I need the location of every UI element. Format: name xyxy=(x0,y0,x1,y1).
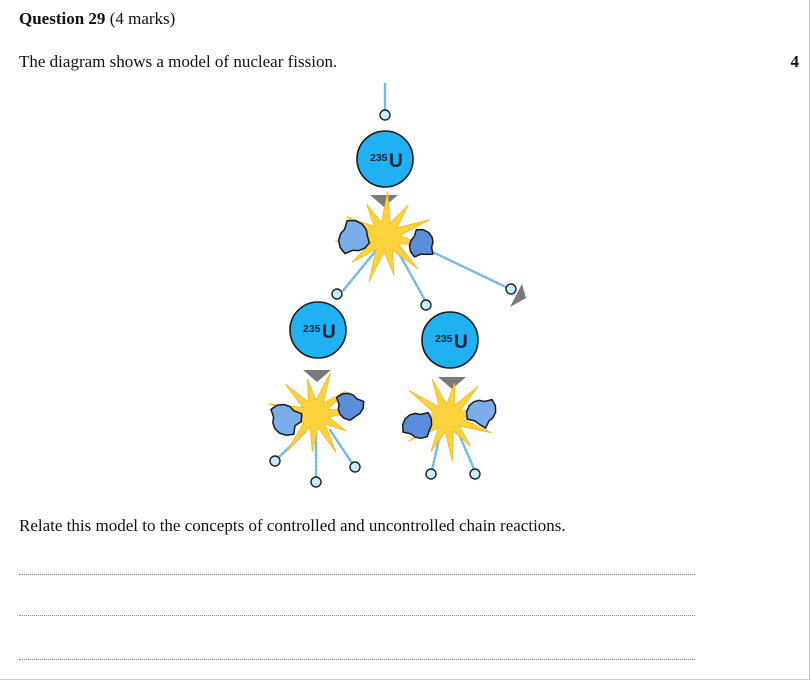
question-title: Question 29 xyxy=(19,9,106,28)
nucleus-uranium-2 xyxy=(289,301,347,359)
neutron-1c xyxy=(505,283,517,295)
question-intro: The diagram shows a model of nuclear fis… xyxy=(19,52,338,71)
fission-fragment-3a xyxy=(401,411,433,440)
fission-fragment-1a xyxy=(337,219,371,255)
answer-line-1[interactable] xyxy=(19,574,695,575)
neutron-incoming xyxy=(379,109,391,121)
fission-flash-1 xyxy=(335,191,430,283)
answer-line-2[interactable] xyxy=(19,615,695,616)
neutron-path-1c xyxy=(418,244,510,290)
neutron-path-3b xyxy=(456,430,476,471)
fission-fragment-2a xyxy=(270,403,303,437)
nucleus-uranium-1-mass-number: 235 xyxy=(370,152,388,164)
neutron-2b xyxy=(310,476,322,488)
nucleus-uranium-3-mass-number: 235 xyxy=(435,333,453,345)
neutron-2a xyxy=(269,455,281,467)
neutron-3a xyxy=(425,468,437,480)
neutron-path-2c xyxy=(328,428,354,465)
nucleus-uranium-2-symbol: U xyxy=(322,322,336,343)
question-header: Question 29 (4 marks) xyxy=(19,9,175,29)
question-prompt: Relate this model to the concepts of con… xyxy=(19,516,566,535)
nucleus-uranium-1 xyxy=(356,130,414,188)
neutron-path-1b xyxy=(394,246,428,304)
arrow-down-2 xyxy=(303,370,331,382)
neutron-1a xyxy=(331,288,343,300)
neutron-2c xyxy=(349,461,361,473)
answer-line-3[interactable] xyxy=(19,659,695,660)
nucleus-uranium-3 xyxy=(421,311,479,369)
fission-fragment-3b xyxy=(465,398,497,429)
arrow-down-3 xyxy=(438,377,466,389)
question-marks: (4 marks) xyxy=(109,9,176,28)
neutron-1b xyxy=(420,299,432,311)
nucleus-uranium-1-symbol: U xyxy=(389,151,403,172)
nucleus-uranium-2-mass-number: 235 xyxy=(303,323,321,335)
nucleus-uranium-3-symbol: U xyxy=(454,332,468,353)
fission-fragment-2b xyxy=(335,392,365,422)
fission-fragment-1b xyxy=(408,228,434,258)
neutron-3b xyxy=(469,468,481,480)
margin-marks: 4 xyxy=(790,52,800,71)
arrow-down-1 xyxy=(370,195,398,207)
escaping-neutron-arrow xyxy=(510,284,526,307)
neutron-path-1a xyxy=(340,246,380,294)
